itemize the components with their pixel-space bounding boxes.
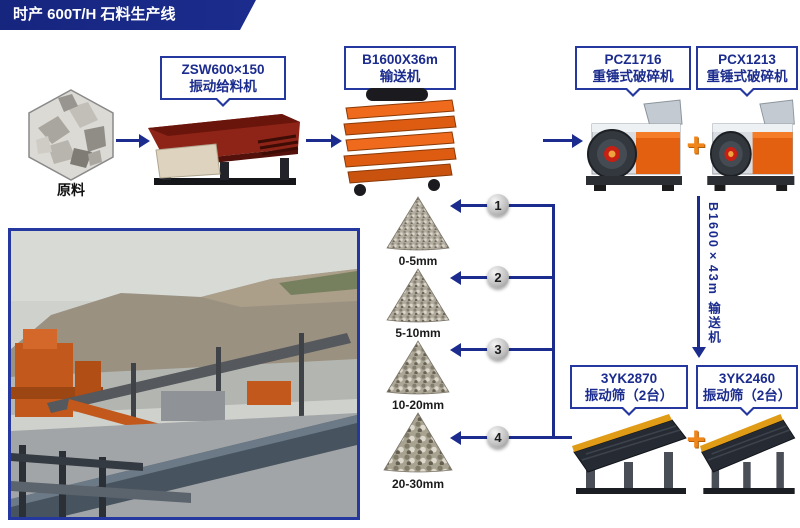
gravel-pile-3 [385, 338, 451, 396]
crusher1-model: PCZ1716 [604, 52, 662, 67]
hammer-crusher1-illustration [578, 98, 686, 194]
pile-size-label: 0-5mm [398, 254, 438, 268]
pile-size-label: 10-20mm [391, 398, 445, 412]
output-number-badge: 4 [487, 426, 509, 448]
label-pointer-icon [738, 87, 756, 97]
feeder-label: ZSW600×150 振动给料机 [160, 56, 286, 107]
belt-conveyor-illustration [336, 86, 462, 198]
screen1-label: 3YK2870 振动筛（2台） [570, 365, 688, 416]
output-number-badge: 1 [487, 194, 509, 216]
output-number-badge: 3 [487, 338, 509, 360]
gravel-pile-4 [382, 410, 454, 474]
label-pointer-icon [624, 87, 642, 97]
title-banner: 时产 600T/H 石料生产线 [0, 0, 256, 30]
pile-size-label: 20-30mm [391, 477, 445, 491]
raw-material-icon [26, 88, 116, 182]
raw-material-label: 原料 [57, 182, 85, 198]
conveyor1-type: 输送机 [379, 69, 421, 84]
plus-icon: + [686, 420, 706, 457]
vibrating-screen2-illustration [700, 410, 798, 498]
feeder-type: 振动给料机 [189, 79, 257, 94]
screen1-type: 振动筛（2台） [584, 388, 674, 403]
vibrating-screen1-illustration [572, 410, 690, 498]
crusher2-label: PCX1213 重锤式破碎机 [696, 46, 798, 97]
vibrating-feeder-illustration [146, 102, 304, 192]
screen2-label: 3YK2460 振动筛（2台） [696, 365, 798, 416]
plus-icon: + [686, 126, 706, 163]
screen1-model: 3YK2870 [600, 371, 658, 386]
arrow-feeder-to-conveyor [306, 139, 332, 142]
screen2-type: 振动筛（2台） [702, 388, 792, 403]
label-pointer-icon [620, 406, 638, 416]
conveyor1-label: B1600X36m 输送机 [344, 46, 456, 97]
gravel-pile-2 [385, 266, 451, 324]
arrow-conveyor-to-crusher [543, 139, 573, 142]
label-pointer-icon [738, 406, 756, 416]
site-photo [8, 228, 360, 528]
crusher1-type: 重锤式破碎机 [592, 69, 674, 84]
feeder-model: ZSW600×150 [181, 62, 265, 77]
arrow-crusher-to-screens [697, 196, 700, 348]
crusher2-model: PCX1213 [718, 52, 776, 67]
crusher1-label: PCZ1716 重锤式破碎机 [575, 46, 691, 97]
label-pointer-icon [214, 97, 232, 107]
arrow-to-pile-4 [460, 436, 572, 439]
pile-size-label: 5-10mm [395, 326, 441, 340]
conveyor1-model: B1600X36m [362, 52, 438, 67]
gravel-pile-1 [385, 194, 451, 252]
output-number-badge: 2 [487, 266, 509, 288]
output-trunk-line [552, 204, 555, 438]
arrow-raw-to-feeder [116, 139, 140, 142]
crusher2-type: 重锤式破碎机 [706, 69, 788, 84]
screen2-model: 3YK2460 [718, 371, 776, 386]
hammer-crusher2-illustration [700, 98, 798, 194]
conveyor2-label: B1600×43m 输送机 [706, 202, 720, 345]
